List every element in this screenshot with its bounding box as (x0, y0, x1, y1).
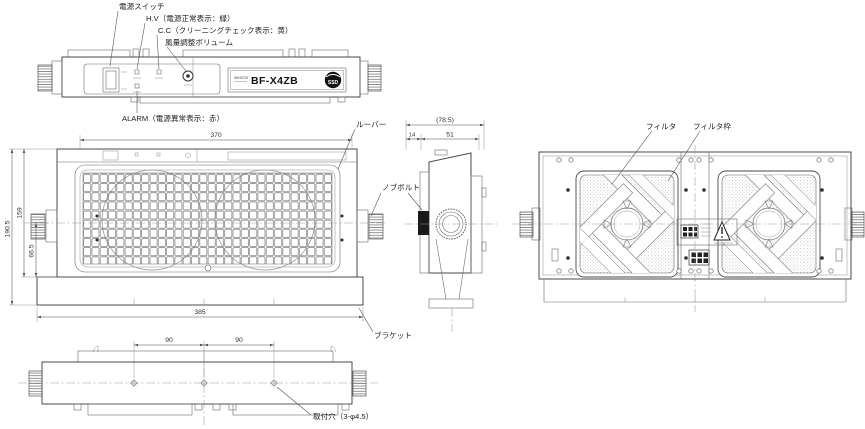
knob-bolt-left (30, 213, 46, 240)
rating-label (676, 218, 738, 266)
callout-filter: フィルタ (646, 122, 676, 131)
nameplate: WINSTAT BF-X4ZB SSD (227, 67, 347, 93)
knob-bolt-side (418, 211, 429, 235)
callout-power-switch: 電源スイッチ (119, 2, 165, 11)
dim-hole-pitch-2: 90 (235, 337, 243, 344)
dim-hole-pitch-1: 90 (165, 337, 173, 344)
dim-overall-width: 385 (194, 309, 206, 316)
dim-lower-height: 66.5 (29, 244, 36, 257)
callout-alarm: ALARM（電源異常表示：赤） (122, 113, 224, 123)
side-knob-right (367, 64, 382, 92)
side-view: (78.5) 14 51 (404, 117, 498, 332)
knob-bolt-bottom-right (352, 370, 367, 397)
frame-screws (556, 157, 834, 274)
model-text: BF-X4ZB (251, 75, 298, 87)
knob-bolt-bottom-left (28, 370, 43, 397)
hv-led (134, 69, 140, 75)
dim-front-width: 370 (210, 132, 222, 139)
ssd-logo-icon: SSD (324, 71, 342, 89)
callout-louver: ルーバー (356, 120, 386, 129)
louver (74, 164, 341, 273)
dim-depth-body: 51 (446, 132, 454, 139)
knob-bolt-right (368, 213, 384, 240)
dim-depth-louver: 14 (409, 133, 416, 139)
cc-led (156, 69, 162, 75)
power-switch (102, 67, 120, 93)
bracket (36, 276, 364, 306)
callout-bracket: ブラケット (374, 330, 412, 340)
alarm-led (134, 83, 140, 89)
side-knob-left (37, 64, 53, 92)
callout-volume: 風量調整ボリューム (165, 37, 234, 47)
dim-body-height: 159 (17, 207, 24, 219)
callout-hv: H.V（電源正常表示：緑） (146, 13, 235, 23)
dim-overall-height: 190.5 (5, 220, 12, 237)
rear-view: フィルタ フィルタ枠 (512, 121, 865, 312)
knob-bolt-rear-right (851, 211, 865, 238)
control-panel (83, 63, 221, 95)
volume-knob (182, 70, 194, 82)
top-view: WINSTAT BF-X4ZB SSD 電源スイッチ H.V（電源正常表示：緑）… (37, 2, 382, 123)
brand-text: WINSTAT (234, 76, 249, 80)
callout-filter-frame: フィルタ枠 (693, 121, 731, 131)
front-view: 370 (5, 120, 423, 340)
warning-icon (713, 220, 731, 241)
callout-knob-bolt: ノブボルト (382, 182, 420, 192)
callout-cc: C.C（クリーニングチェック表示：黄） (158, 25, 293, 35)
bottom-view: 90 90 取付穴（3-φ4.5） (18, 337, 378, 427)
svg-text:SSD: SSD (328, 80, 339, 86)
callout-mounting-holes: 取付穴（3-φ4.5） (313, 411, 373, 421)
dim-depth-overall: (78.5) (436, 117, 454, 124)
knob-bolt-rear-left (519, 211, 534, 238)
